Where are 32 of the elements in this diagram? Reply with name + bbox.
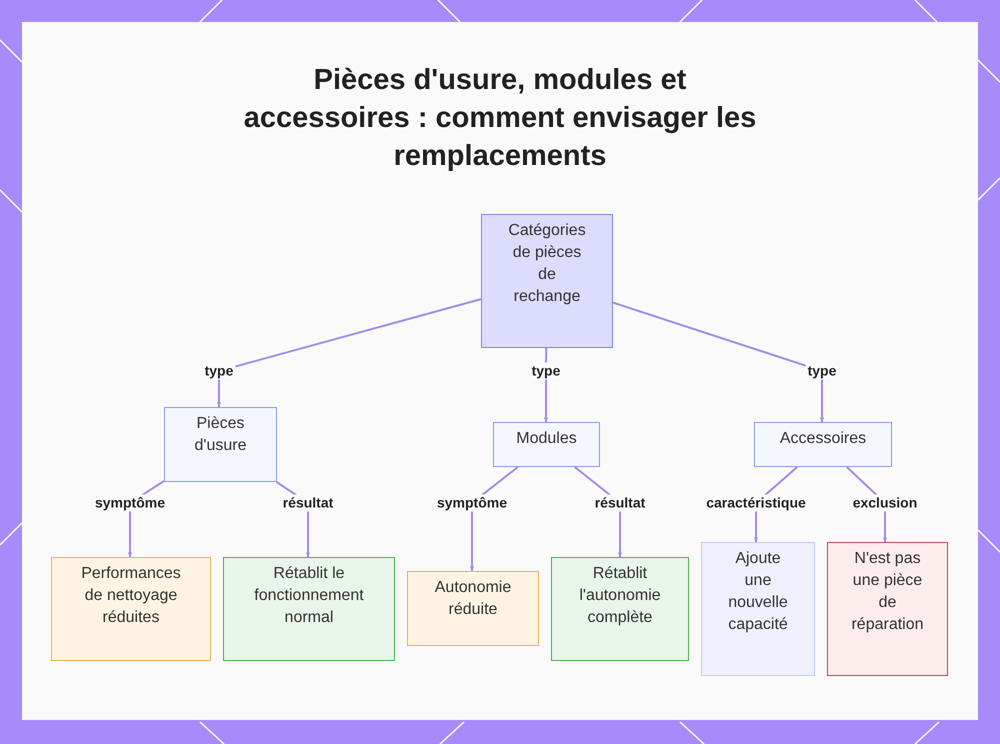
node-text: Accessoires bbox=[780, 429, 866, 449]
node-text: Pièces d'usure bbox=[194, 414, 248, 456]
node-text: Performances de nettoyage réduites bbox=[80, 564, 182, 628]
edge-label: type bbox=[202, 362, 236, 380]
edge-label: résultat bbox=[280, 494, 336, 512]
node-text: Rétablit l'autonomie complète bbox=[578, 564, 662, 628]
concept-box bbox=[493, 422, 600, 467]
concept-box bbox=[223, 557, 395, 661]
edge-label: symptôme bbox=[434, 494, 510, 512]
node-text: Modules bbox=[516, 429, 577, 449]
edge-label: caractéristique bbox=[704, 494, 808, 512]
concept-box bbox=[407, 571, 539, 646]
connector-arrow bbox=[217, 298, 482, 408]
concept-box bbox=[51, 557, 211, 661]
connector-arrow bbox=[612, 302, 824, 422]
edge-label: type bbox=[530, 362, 562, 380]
node-text: N'est pas une pièce de réparation bbox=[850, 549, 925, 635]
concept-box bbox=[551, 557, 689, 661]
concept-box bbox=[701, 542, 815, 676]
diagram-title: Pièces d'usure, modules et accessoires : comment envisager les remplacements bbox=[242, 63, 758, 174]
category-box bbox=[481, 214, 613, 348]
node-text: Catégories de pièces de rechange bbox=[507, 221, 587, 307]
concept-box bbox=[754, 422, 892, 467]
concept-box bbox=[827, 542, 948, 676]
edge-label: symptôme bbox=[92, 494, 168, 512]
concept-box bbox=[164, 407, 277, 482]
node-text: Autonomie réduite bbox=[434, 578, 512, 620]
edge-label: résultat bbox=[592, 494, 648, 512]
node-text: Ajoute une nouvelle capacité bbox=[727, 549, 789, 635]
edge-label: type bbox=[806, 362, 838, 380]
node-text: Rétablit le fonctionnement normal bbox=[253, 564, 365, 628]
edge-label: exclusion bbox=[850, 494, 920, 512]
